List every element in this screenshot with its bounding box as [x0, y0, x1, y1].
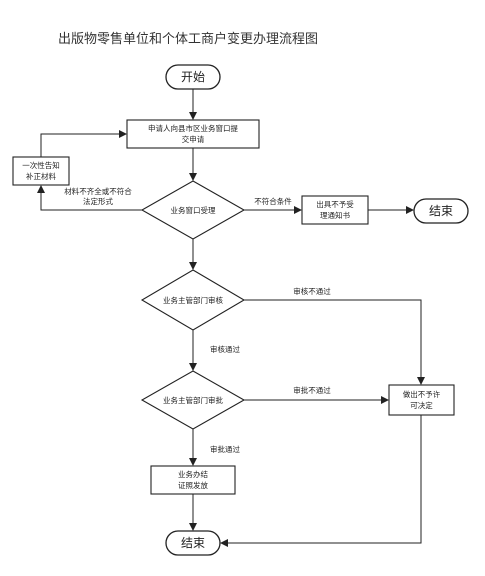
page-title: 出版物零售单位和个体工商户变更办理流程图 — [58, 32, 319, 47]
notify-label-line2: 补正材料 — [26, 172, 56, 181]
edge-label-incomplete-line2: 法定形式 — [83, 197, 113, 206]
refuse-notice-label-line2: 理通知书 — [320, 211, 350, 220]
decision-box — [388, 384, 455, 416]
edge-label-not-compliant: 不符合条件 — [254, 197, 292, 206]
decision-label-line2: 可决定 — [410, 401, 433, 410]
refuse-notice-box — [301, 195, 369, 225]
apply-box — [126, 119, 260, 149]
end-right-label: 结束 — [428, 204, 453, 218]
issue-label-line2: 证照发放 — [178, 481, 208, 490]
edge-label-review-fail: 审核不通过 — [293, 287, 331, 296]
refuse-notice-label-line1: 出具不予受 — [316, 200, 354, 209]
apply-label-line2: 交申请 — [181, 135, 205, 144]
end-bottom-label: 结束 — [180, 536, 205, 550]
approve-label: 业务主管部门审批 — [163, 396, 223, 405]
edge-label-review-pass: 审核通过 — [210, 345, 240, 354]
arrow-decision-end — [220, 415, 422, 547]
edge-label-approve-fail: 审批不通过 — [293, 386, 331, 395]
arrow-review-decision — [244, 299, 425, 385]
start-label: 开始 — [180, 70, 205, 84]
issue-label-line1: 业务办结 — [178, 470, 208, 479]
review-label: 业务主管部门审核 — [163, 296, 223, 305]
decision-label-line1: 做出不予许 — [402, 390, 441, 399]
arrow-window-notify — [37, 185, 142, 211]
window-label: 业务窗口受理 — [170, 206, 216, 215]
apply-label-line1: 申请人向县市区业务窗口提 — [148, 124, 238, 133]
end-right-node — [413, 198, 469, 224]
edge-label-incomplete-line1: 材料不齐全或不符合 — [64, 187, 132, 196]
edge-label-approve-pass: 审批通过 — [210, 445, 240, 454]
issue-box — [150, 465, 236, 495]
notify-label-line1: 一次性告知 — [22, 161, 60, 170]
arrow-notify-apply — [40, 130, 127, 157]
